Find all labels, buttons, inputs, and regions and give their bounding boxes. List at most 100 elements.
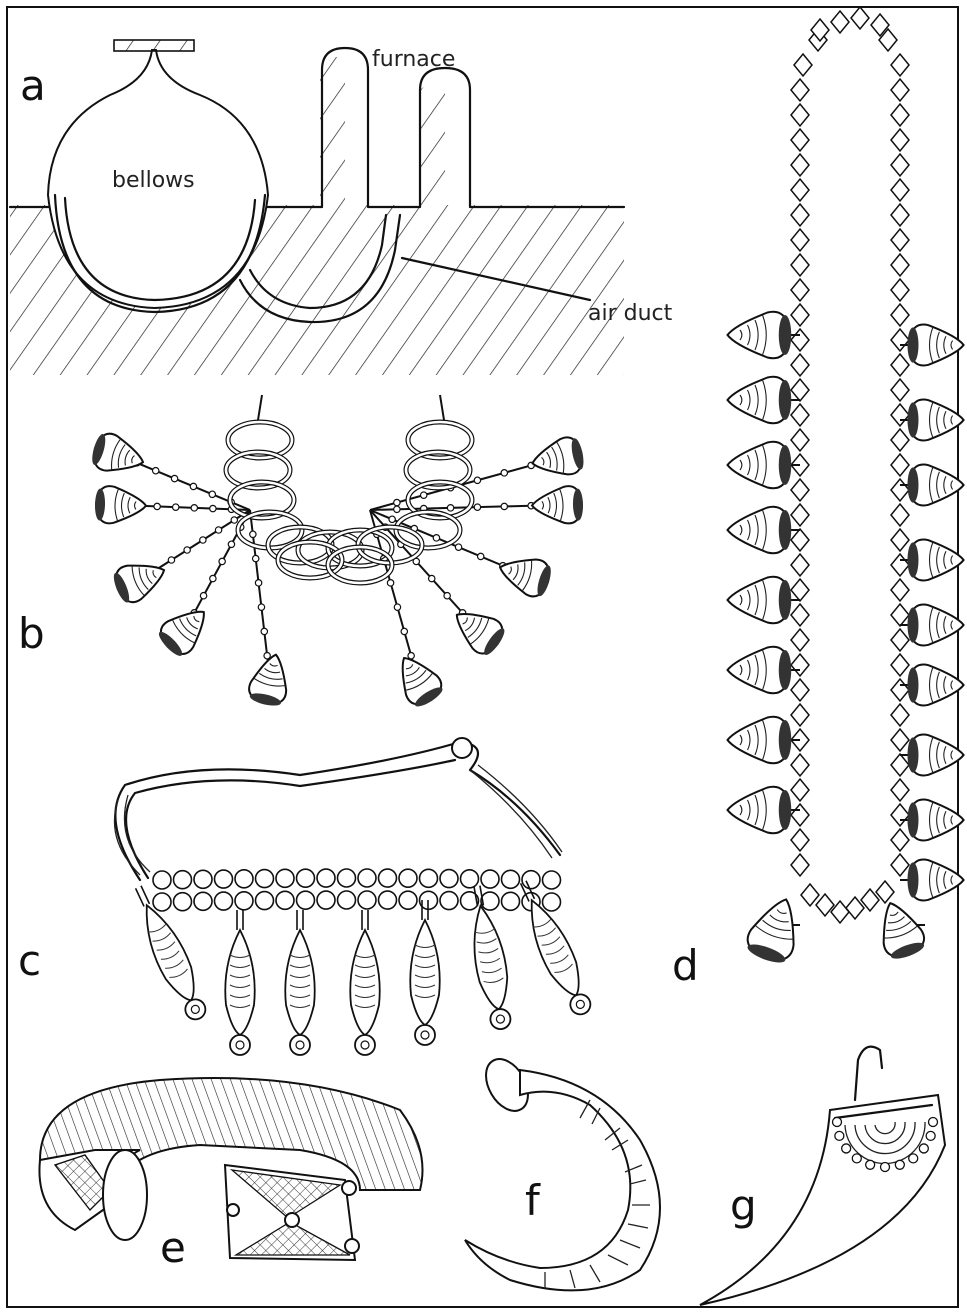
necklace-bead (440, 892, 458, 910)
necklace-bead (379, 869, 397, 887)
bracelet-boss-top (342, 1181, 356, 1195)
bell (89, 430, 148, 480)
bead (255, 580, 261, 586)
chain-bead (791, 654, 809, 676)
panel-label-d: d (672, 941, 699, 990)
chain-bead (794, 54, 812, 76)
bell (908, 400, 964, 441)
chain-bead (891, 429, 909, 451)
tusk-bead (842, 1144, 851, 1153)
chain-bead (791, 579, 809, 601)
necklace-bead (174, 871, 192, 889)
chain-bead (791, 429, 809, 451)
bead (228, 541, 234, 547)
bead (191, 505, 197, 511)
chain-bead (891, 454, 909, 476)
necklace-bead (338, 891, 356, 909)
chain-bead (891, 629, 909, 651)
bead (401, 628, 407, 634)
panel-d: d (672, 7, 964, 990)
bead (261, 628, 267, 634)
bead (394, 604, 400, 610)
tusk-bead (881, 1163, 890, 1172)
necklace-bead (481, 870, 499, 888)
bead (501, 503, 507, 509)
bell (154, 599, 217, 661)
chain-bead (791, 404, 809, 426)
necklace-bead (194, 870, 212, 888)
bell (908, 860, 964, 901)
bead (258, 604, 264, 610)
bell (908, 325, 964, 366)
chain-bead (791, 529, 809, 551)
bead (200, 593, 206, 599)
chain-bead (891, 854, 909, 876)
bead (219, 558, 225, 564)
bell (728, 577, 792, 624)
bead (190, 483, 196, 489)
chain-bead (891, 79, 909, 101)
tusk-bead (895, 1160, 904, 1169)
bead (253, 555, 259, 561)
chain-bead (891, 604, 909, 626)
bracelet-boss-center (285, 1213, 299, 1227)
necklace-bead (256, 892, 274, 910)
panel-g: g (700, 1047, 945, 1305)
chain-bead (891, 329, 909, 351)
chain-bead (891, 779, 909, 801)
tusk-bead (909, 1154, 918, 1163)
tusk-bead (926, 1131, 935, 1140)
panel-c: c (18, 738, 598, 1055)
chain-bead (791, 779, 809, 801)
necklace-bead (297, 891, 315, 909)
necklace-bead (317, 891, 335, 909)
chain-bead (791, 504, 809, 526)
chain-bead (791, 354, 809, 376)
chain-bead (891, 804, 909, 826)
chain-bead (891, 829, 909, 851)
bead (455, 544, 461, 550)
necklace-bead (297, 869, 315, 887)
chain-bead (891, 654, 909, 676)
panel-a: a furnace bellows air duct (0, 40, 673, 385)
bead (389, 516, 395, 522)
chain-bead (891, 204, 909, 226)
bead (433, 535, 439, 541)
necklace-bead (440, 870, 458, 888)
chain-bead (891, 704, 909, 726)
chain-bead (791, 129, 809, 151)
bead (210, 575, 216, 581)
bead (474, 477, 480, 483)
bell (908, 605, 964, 646)
chain-bead (791, 379, 809, 401)
bell (728, 647, 792, 694)
chain-bead (891, 529, 909, 551)
chain-bead (891, 754, 909, 776)
chain-bead (891, 304, 909, 326)
bead (394, 506, 400, 512)
annotation-furnace: furnace (372, 47, 455, 72)
bead (215, 527, 221, 533)
chain-bead (891, 729, 909, 751)
bell (728, 507, 792, 554)
tusk-bead (929, 1118, 938, 1127)
bell (908, 465, 964, 506)
bead (444, 593, 450, 599)
annotation-bellows: bellows (112, 168, 195, 193)
bell (728, 717, 792, 764)
chain-bead (791, 179, 809, 201)
chain-bead (791, 679, 809, 701)
bell (908, 665, 964, 706)
chain-bead (791, 604, 809, 626)
necklace-bead (399, 891, 417, 909)
chain-bead (791, 254, 809, 276)
necklace-bead (215, 892, 233, 910)
bell (908, 800, 964, 841)
chain-bead (791, 804, 809, 826)
chain-bead (791, 854, 809, 876)
bell (728, 377, 792, 424)
chain-bead (791, 204, 809, 226)
hanging-cord (258, 395, 444, 420)
necklace-bead (481, 892, 499, 910)
necklace-bead (174, 893, 192, 911)
